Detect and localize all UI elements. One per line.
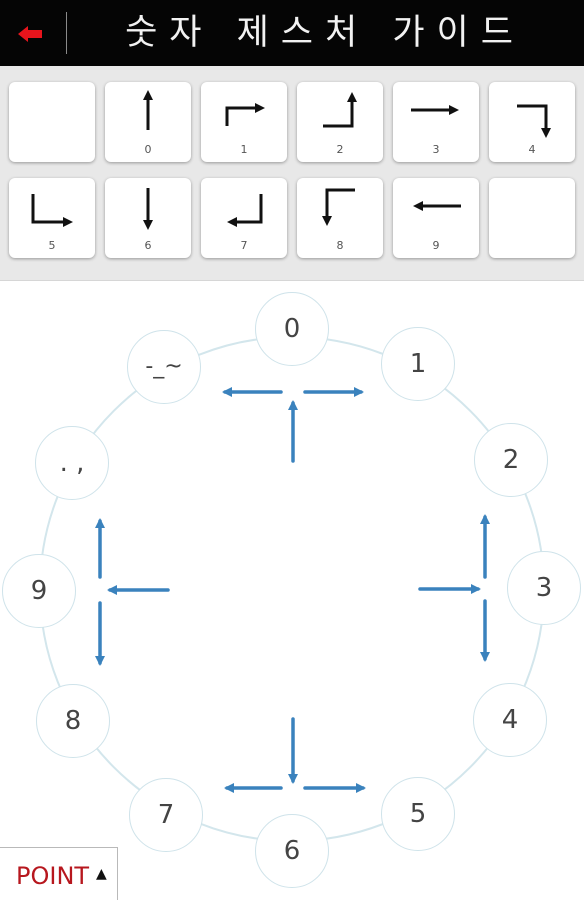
key-label: 9 bbox=[432, 239, 440, 252]
dial-node-punctuation[interactable]: . , bbox=[35, 426, 109, 500]
gesture-dial: 0 1 2 3 4 5 6 7 8 9 . , -_~ bbox=[0, 281, 584, 900]
dial-node-4[interactable]: 4 bbox=[473, 683, 547, 757]
corner-left-up-left-icon bbox=[227, 194, 263, 227]
key-label: 5 bbox=[48, 239, 56, 252]
dial-node-5[interactable]: 5 bbox=[381, 777, 455, 851]
corner-left-down-icon bbox=[322, 188, 355, 226]
point-button[interactable]: POINT ▲ bbox=[0, 847, 118, 900]
dial-node-1[interactable]: 1 bbox=[381, 327, 455, 401]
caret-up-icon: ▲ bbox=[96, 866, 107, 882]
key-4[interactable]: 4 bbox=[489, 82, 575, 162]
key-label: 7 bbox=[240, 239, 248, 252]
corner-down-right-icon bbox=[31, 194, 73, 227]
corner-right-up-icon bbox=[323, 92, 357, 128]
key-label: 3 bbox=[432, 143, 440, 156]
dial-node-9[interactable]: 9 bbox=[2, 554, 76, 628]
key-label: 2 bbox=[336, 143, 344, 156]
corner-right-down-icon bbox=[517, 104, 551, 138]
key-9[interactable]: 9 bbox=[393, 178, 479, 258]
key-blank-left[interactable] bbox=[9, 82, 95, 162]
point-label: POINT bbox=[16, 862, 90, 890]
key-3[interactable]: 3 bbox=[393, 82, 479, 162]
arrow-right-icon bbox=[411, 105, 459, 115]
title-divider bbox=[66, 12, 67, 54]
title-bar: 숫자 제스처 가이드 bbox=[0, 0, 584, 66]
page-title: 숫자 제스처 가이드 bbox=[125, 13, 525, 53]
key-label: 6 bbox=[144, 239, 152, 252]
dial-node-symbols[interactable]: -_~ bbox=[127, 330, 201, 404]
arrow-down-icon bbox=[143, 188, 153, 230]
arrow-up-icon bbox=[143, 90, 153, 130]
key-6[interactable]: 6 bbox=[105, 178, 191, 258]
dial-node-8[interactable]: 8 bbox=[36, 684, 110, 758]
corner-up-right-icon bbox=[225, 103, 265, 126]
key-blank-right[interactable] bbox=[489, 178, 575, 258]
dial-node-2[interactable]: 2 bbox=[474, 423, 548, 497]
gesture-key-grid: 0 1 2 3 4 5 bbox=[0, 66, 584, 281]
key-label: 8 bbox=[336, 239, 344, 252]
key-label: 0 bbox=[144, 143, 152, 156]
key-0[interactable]: 0 bbox=[105, 82, 191, 162]
dial-node-6[interactable]: 6 bbox=[255, 814, 329, 888]
key-5[interactable]: 5 bbox=[9, 178, 95, 258]
key-2[interactable]: 2 bbox=[297, 82, 383, 162]
key-label: 1 bbox=[240, 143, 248, 156]
back-arrow-icon[interactable] bbox=[12, 14, 52, 54]
direction-arrows bbox=[95, 387, 490, 793]
arrow-left-icon bbox=[413, 201, 461, 211]
dial-node-0[interactable]: 0 bbox=[255, 292, 329, 366]
key-label: 4 bbox=[528, 143, 536, 156]
key-8[interactable]: 8 bbox=[297, 178, 383, 258]
key-7[interactable]: 7 bbox=[201, 178, 287, 258]
dial-node-7[interactable]: 7 bbox=[129, 778, 203, 852]
dial-node-3[interactable]: 3 bbox=[507, 551, 581, 625]
key-1[interactable]: 1 bbox=[201, 82, 287, 162]
